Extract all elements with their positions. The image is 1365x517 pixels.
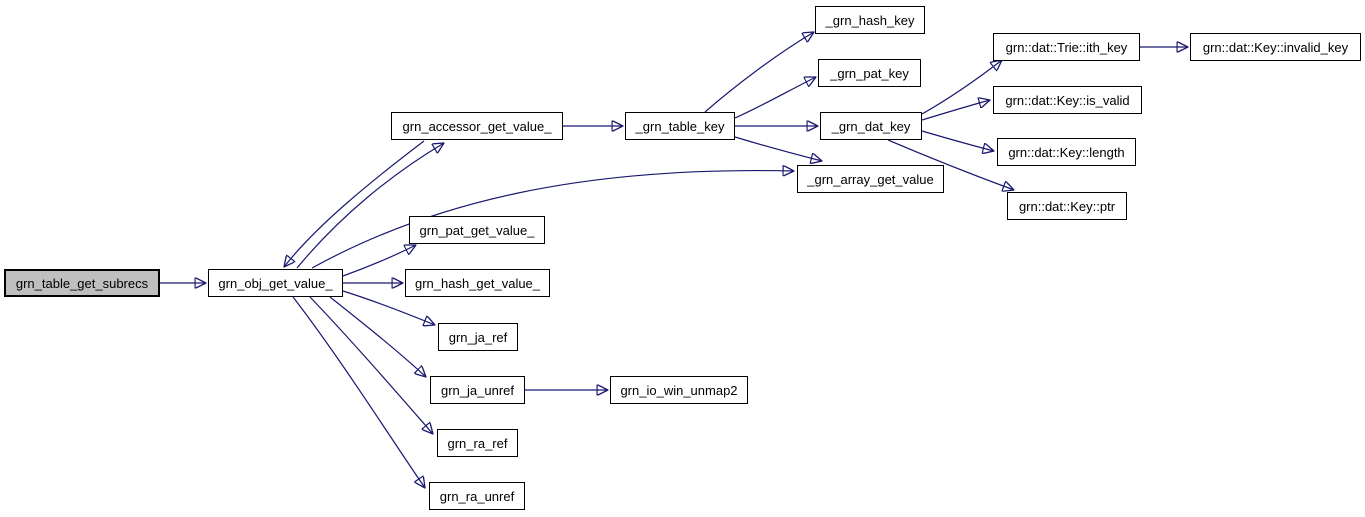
node-grn-pat-get-value[interactable]: grn_pat_get_value_ xyxy=(409,216,545,244)
edge-dat-key-to-is-valid xyxy=(921,100,990,121)
edge-table-key-to-pat-key xyxy=(734,77,816,119)
edge-obj-get-value-to-accessor xyxy=(296,143,444,269)
node-grn-dat-key-is-valid[interactable]: grn::dat::Key::is_valid xyxy=(993,86,1142,114)
node-grn-io-win-unmap2[interactable]: grn_io_win_unmap2 xyxy=(610,376,748,404)
edge-dat-key-to-length xyxy=(921,130,994,151)
node-grn-pat-key[interactable]: _grn_pat_key xyxy=(818,59,921,87)
edge-obj-get-value-to-ra-unref xyxy=(292,296,425,488)
node-grn-dat-key[interactable]: _grn_dat_key xyxy=(820,112,922,140)
edge-obj-get-value-to-ra-ref xyxy=(309,296,433,434)
node-grn-dat-key-length[interactable]: grn::dat::Key::length xyxy=(997,138,1136,166)
node-grn-ja-ref[interactable]: grn_ja_ref xyxy=(438,323,518,351)
node-grn-dat-trie-ith-key[interactable]: grn::dat::Trie::ith_key xyxy=(993,33,1140,61)
node-grn-dat-key-invalid-key[interactable]: grn::dat::Key::invalid_key xyxy=(1190,33,1361,61)
node-grn-hash-key[interactable]: _grn_hash_key xyxy=(815,6,925,34)
node-grn-table-key[interactable]: _grn_table_key xyxy=(625,112,735,140)
node-grn-ra-unref[interactable]: grn_ra_unref xyxy=(429,482,525,510)
node-grn-ja-unref[interactable]: grn_ja_unref xyxy=(430,376,525,404)
node-grn-array-get-value[interactable]: _grn_array_get_value xyxy=(797,165,944,193)
edge-accessor-to-obj-get-value xyxy=(284,140,425,267)
node-grn-hash-get-value[interactable]: grn_hash_get_value_ xyxy=(405,269,550,297)
edge-table-key-to-hash-key xyxy=(704,32,814,113)
edge-obj-get-value-to-ja-unref xyxy=(329,296,426,377)
node-grn-accessor-get-value[interactable]: grn_accessor_get_value_ xyxy=(391,112,563,140)
edge-dat-key-to-ith-key xyxy=(921,60,1002,115)
node-grn-obj-get-value[interactable]: grn_obj_get_value_ xyxy=(208,269,343,297)
edge-table-key-to-array-get-value xyxy=(734,136,822,161)
node-grn-table-get-subrecs: grn_table_get_subrecs xyxy=(4,269,160,297)
node-grn-ra-ref[interactable]: grn_ra_ref xyxy=(437,429,518,457)
edge-obj-get-value-to-array-get-value xyxy=(311,171,794,269)
node-grn-dat-key-ptr[interactable]: grn::dat::Key::ptr xyxy=(1007,192,1127,220)
